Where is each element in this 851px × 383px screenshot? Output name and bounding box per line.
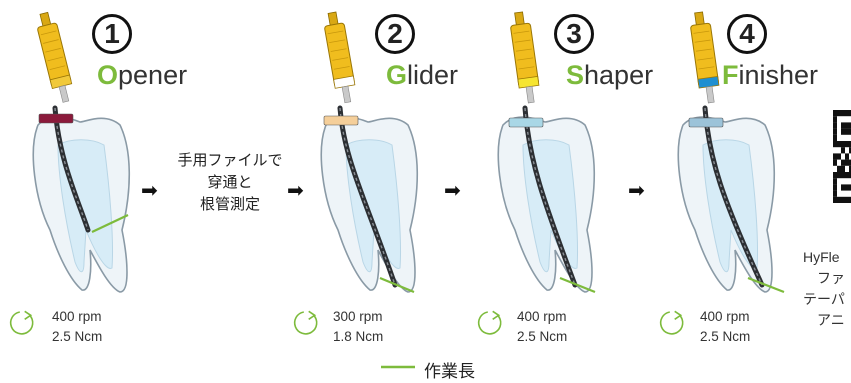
rubber-stopper	[689, 118, 723, 127]
qr-code	[833, 110, 851, 203]
step-4-number-circle: 4	[727, 14, 767, 54]
step-1-initial: O	[97, 60, 118, 90]
file-handle	[322, 11, 357, 104]
step-1-number-badge: 1	[92, 10, 132, 54]
file-handle	[34, 11, 75, 104]
step-3-number-circle: 3	[554, 14, 594, 54]
step-4-number-badge: 4	[727, 10, 767, 54]
step-4-name-rest: inisher	[739, 60, 819, 90]
step-4-initial: F	[722, 60, 739, 90]
rotate-clockwise-icon	[661, 311, 683, 334]
right-arrow-icon: ➡	[628, 181, 645, 201]
middle-note: 手用ファイルで 穿通と 根管測定	[170, 150, 290, 216]
step-4-rpm: 400 rpm	[700, 308, 750, 326]
rubber-stopper	[509, 118, 543, 127]
step-1-rpm: 400 rpm	[52, 308, 102, 326]
qr-text-line-3: テーパ	[803, 289, 845, 310]
file-handle	[509, 11, 541, 104]
step-1-number-circle: 1	[92, 14, 132, 54]
qr-text-line-2: ファ	[817, 268, 845, 289]
step-2-number-circle: 2	[375, 14, 415, 54]
step-1-torque: 2.5 Ncm	[52, 328, 102, 346]
rotate-clockwise-icon	[479, 311, 501, 334]
rubber-stopper	[39, 114, 73, 123]
step-2-rpm: 300 rpm	[333, 308, 383, 326]
right-arrow-icon: ➡	[444, 181, 461, 201]
rotate-clockwise-icon	[11, 311, 33, 334]
step-3-name: Shaper	[566, 60, 653, 90]
step-3-rpm: 400 rpm	[517, 308, 567, 326]
step-2-name: Glider	[386, 60, 458, 90]
file-handle	[689, 11, 721, 104]
step-1-name-rest: pener	[118, 60, 187, 90]
step-4-name: Finisher	[722, 60, 818, 90]
middle-note-line-1: 手用ファイルで	[170, 150, 290, 172]
legend-label: 作業長	[424, 357, 475, 382]
step-3-name-rest: haper	[584, 60, 653, 90]
rubber-stopper	[324, 116, 358, 125]
step-3-number-badge: 3	[554, 10, 594, 54]
step-3-initial: S	[566, 60, 584, 90]
step-2-torque: 1.8 Ncm	[333, 328, 383, 346]
step-3-torque: 2.5 Ncm	[517, 328, 567, 346]
step-2-initial: G	[386, 60, 407, 90]
step-1-name: Opener	[97, 60, 187, 90]
step-2-number-badge: 2	[375, 10, 415, 54]
qr-text-line-4: アニ	[817, 310, 845, 331]
right-arrow-icon: ➡	[141, 181, 158, 201]
rotate-clockwise-icon	[295, 311, 317, 334]
middle-note-line-3: 根管測定	[170, 194, 290, 216]
qr-text-line-1: HyFle	[803, 247, 840, 268]
step-2-name-rest: lider	[407, 60, 458, 90]
middle-note-line-2: 穿通と	[170, 172, 290, 194]
step-4-torque: 2.5 Ncm	[700, 328, 750, 346]
